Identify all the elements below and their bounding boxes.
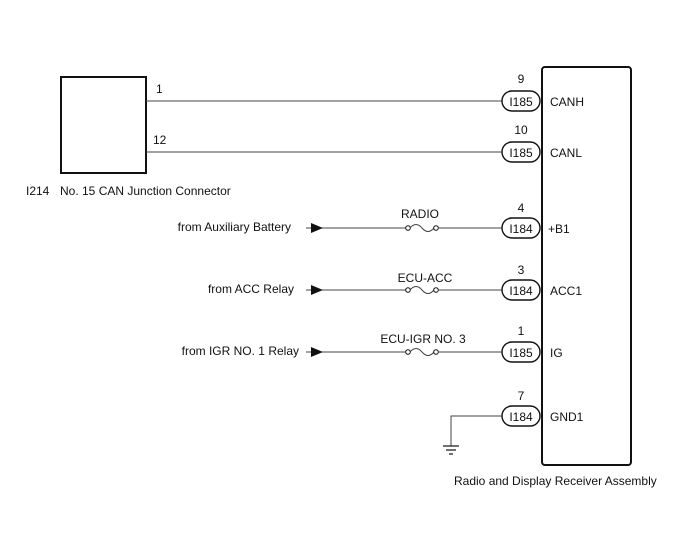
connector-pill (501, 141, 541, 163)
connector-pill (501, 279, 541, 301)
terminal-pin: 9 (518, 72, 525, 86)
fuse-label: ECU-IGR NO. 3 (380, 332, 466, 346)
terminal-ig: 1 I185 IG (501, 324, 563, 363)
fuse-label: ECU-ACC (398, 271, 453, 285)
source-label: from IGR NO. 1 Relay (182, 344, 299, 358)
junction-pin-1: 1 (156, 82, 163, 96)
signal-name: +B1 (548, 222, 570, 236)
fuse-icon (409, 348, 435, 356)
connector-id: I184 (509, 410, 533, 424)
arrow-icon (311, 347, 323, 357)
fuse-terminal (405, 349, 411, 355)
fuse-terminal (405, 225, 411, 231)
connector-pill (501, 405, 541, 427)
connector-id: I185 (509, 146, 533, 160)
fuse-terminal (433, 349, 439, 355)
arrow-icon (311, 223, 323, 233)
signal-name: CANL (550, 146, 582, 160)
connector-pill (501, 341, 541, 363)
ground-circuit (443, 415, 502, 455)
source-acc-relay: from ACC Relay ECU-ACC (208, 271, 502, 296)
source-label: from ACC Relay (208, 282, 294, 296)
terminal-pin: 10 (514, 123, 528, 137)
junction-connector-id: I214 (26, 184, 50, 198)
receiver-assembly-name: Radio and Display Receiver Assembly (454, 474, 657, 488)
connector-id: I184 (509, 222, 533, 236)
connector-pill (501, 217, 541, 239)
connector-id: I185 (509, 346, 533, 360)
signal-name: IG (550, 346, 563, 360)
terminal-canh: 9 I185 CANH (501, 72, 584, 112)
terminal-pin: 4 (518, 201, 525, 215)
signal-name: GND1 (550, 410, 584, 424)
terminal-pin: 7 (518, 389, 525, 403)
signal-name: ACC1 (550, 284, 582, 298)
terminal-pin: 3 (518, 263, 525, 277)
fuse-icon (409, 286, 435, 294)
fuse-terminal (433, 225, 439, 231)
arrow-icon (311, 285, 323, 295)
source-label: from Auxiliary Battery (178, 220, 291, 234)
connector-pill (501, 90, 541, 112)
fuse-terminal (433, 287, 439, 293)
receiver-assembly-box (541, 66, 632, 466)
fuse-label: RADIO (401, 207, 439, 221)
connector-id: I185 (509, 95, 533, 109)
source-auxiliary-battery: from Auxiliary Battery RADIO (178, 207, 502, 234)
terminal-gnd1: 7 I184 GND1 (501, 389, 584, 427)
junction-pin-12: 12 (153, 133, 167, 147)
fuse-terminal (405, 287, 411, 293)
terminal-acc1: 3 I184 ACC1 (501, 263, 582, 301)
connector-id: I184 (509, 284, 533, 298)
junction-connector-name: No. 15 CAN Junction Connector (60, 184, 231, 198)
junction-connector-box (60, 76, 147, 174)
fuse-icon (409, 224, 435, 232)
terminal-canl: 10 I185 CANL (501, 123, 582, 163)
terminal-b1: 4 I184 +B1 (501, 201, 570, 239)
source-igr-relay: from IGR NO. 1 Relay ECU-IGR NO. 3 (182, 332, 502, 358)
wire-ground (450, 415, 502, 446)
terminal-pin: 1 (518, 324, 525, 338)
signal-name: CANH (550, 95, 584, 109)
